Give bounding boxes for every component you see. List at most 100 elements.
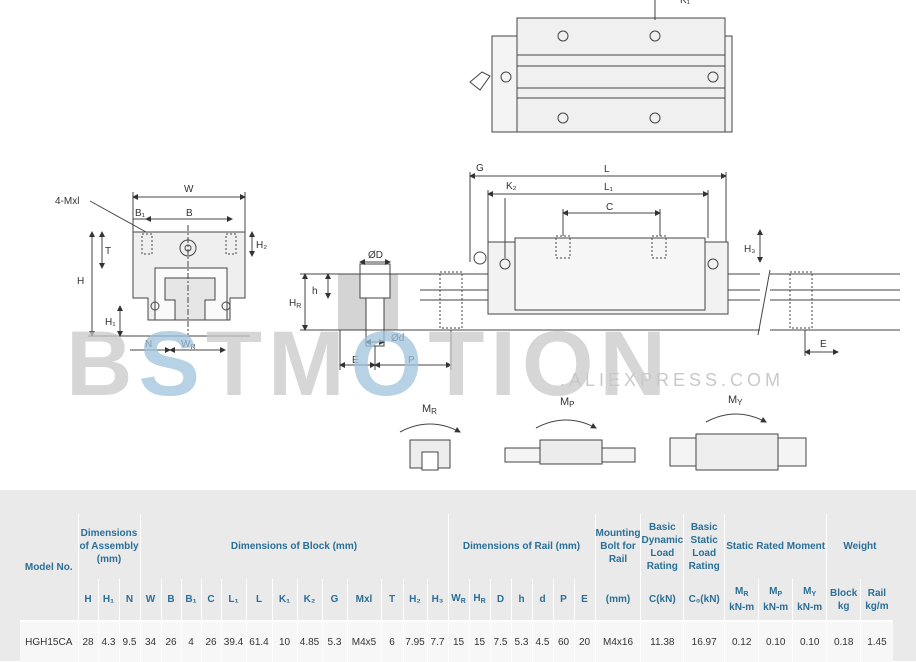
label-E-left: E xyxy=(352,355,359,366)
label-B: B xyxy=(186,208,193,219)
header-static-moment: Static Rated Moment xyxy=(724,514,827,579)
unit-moment-2: kN-m xyxy=(797,602,823,613)
sym-moment-1: M xyxy=(769,586,778,597)
sym-block-11: H₂ xyxy=(402,579,427,621)
svg-text:MY: MY xyxy=(728,394,743,407)
sym-rail-2: D xyxy=(489,579,511,621)
label-MR: M xyxy=(422,403,431,415)
cell-rail-3: 5.3 xyxy=(510,620,532,662)
cell-dyn: 11.38 xyxy=(640,620,684,662)
cell-block-8: 5.3 xyxy=(321,620,347,662)
sym-block-1: B xyxy=(160,579,181,621)
technical-drawing: 4-Mxl W B₁ B T H H₁ H₂ N WR xyxy=(55,0,900,471)
spec-table: Model No. Dimensions of Assembly (mm) Di… xyxy=(20,514,893,662)
sym-stat: C₀(kN) xyxy=(683,579,725,621)
cell-block-1: 26 xyxy=(160,620,181,662)
cell-block-3: 26 xyxy=(200,620,221,662)
sym-assembly-2: N xyxy=(118,579,140,621)
label-N: N xyxy=(145,339,152,350)
sym-rail-5: P xyxy=(552,579,574,621)
label-H3: H₃ xyxy=(744,244,755,255)
label-MR-sub: R xyxy=(431,407,437,416)
label-MP-sub: P xyxy=(569,400,574,409)
label-K2: K₂ xyxy=(506,181,517,192)
header-rail: Dimensions of Rail (mm) xyxy=(447,514,595,579)
watermark-site: .ALIEXPRESS.COM xyxy=(560,370,785,390)
cell-block-6: 10 xyxy=(271,620,297,662)
cell-moment-1: 0.10 xyxy=(758,620,793,662)
sym-assembly-1: H₁ xyxy=(97,579,119,621)
cell-block-5: 61.4 xyxy=(245,620,272,662)
sym-rail-3: h xyxy=(510,579,532,621)
sym-block-2: B₁ xyxy=(180,579,201,621)
label-MY-sub: Y xyxy=(737,398,743,407)
svg-text:MP: MP xyxy=(560,396,575,409)
label-phiD: ØD xyxy=(368,250,383,261)
sym-block-5: L xyxy=(245,579,272,621)
label-K1: K₁ xyxy=(680,0,691,6)
cell-moment-2: 0.10 xyxy=(792,620,827,662)
end-view xyxy=(88,192,255,353)
sym-assembly-0: H xyxy=(77,579,98,621)
sym-rail-0: W xyxy=(451,592,461,604)
watermark-part-2: S xyxy=(138,313,206,415)
cell-block-10: 6 xyxy=(380,620,403,662)
header-static-load: Basic Static Load Rating xyxy=(683,514,725,579)
sym-weight-block: Block xyxy=(830,587,858,599)
sym-block-3: C xyxy=(200,579,221,621)
sym-moment-2: M xyxy=(803,586,812,597)
unit-weight-block: kg xyxy=(837,600,850,612)
cell-rail-0: 15 xyxy=(447,620,469,662)
cell-moment-0: 0.12 xyxy=(724,620,759,662)
label-H1: H₁ xyxy=(105,317,116,328)
cell-block-4: 39.4 xyxy=(220,620,246,662)
svg-text:HR: HR xyxy=(289,298,301,310)
sym-bolt: (mm) xyxy=(594,579,641,621)
header-mounting-bolt: Mounting Bolt for Rail xyxy=(594,514,641,579)
cell-block-2: 4 xyxy=(180,620,201,662)
label-HR: H xyxy=(289,298,296,309)
sym-moment-0: M xyxy=(734,586,744,597)
header-block: Dimensions of Block (mm) xyxy=(139,514,448,579)
unit-moment-0: kN-m xyxy=(729,602,755,613)
label-T: T xyxy=(105,246,111,257)
label-P: P xyxy=(408,355,415,366)
top-view xyxy=(469,0,733,133)
cell-stat: 16.97 xyxy=(683,620,725,662)
label-E-right: E xyxy=(820,339,827,350)
sym-block-7: K₂ xyxy=(296,579,322,621)
cell-weight-block: 0.18 xyxy=(826,620,861,662)
cell-block-11: 7.95 xyxy=(402,620,427,662)
cell-rail-1: 15 xyxy=(468,620,490,662)
watermark-part-5: TION xyxy=(428,313,672,415)
label-L: L xyxy=(604,164,610,175)
cell-assembly-1: 4.3 xyxy=(97,620,119,662)
watermark-logo: BSTMOTION xyxy=(66,318,672,410)
label-MY: M xyxy=(728,394,737,406)
label-G: G xyxy=(476,163,484,174)
header-dynamic-load: Basic Dynamic Load Rating xyxy=(640,514,684,579)
table-row: HGH15CA 28 4.3 9.5 34 26 4 26 39.4 61.4 … xyxy=(20,620,893,662)
label-WR-sub: R xyxy=(190,344,195,351)
label-W: W xyxy=(184,184,194,195)
cell-block-0: 34 xyxy=(139,620,161,662)
label-WR: W xyxy=(181,339,191,350)
label-C: C xyxy=(606,202,613,213)
cell-assembly-0: 28 xyxy=(77,620,98,662)
unit-moment-1: kN-m xyxy=(763,602,789,613)
label-h: h xyxy=(312,286,318,297)
cell-block-9: M4x5 xyxy=(346,620,381,662)
label-phid: Ød xyxy=(391,333,404,344)
cell-block-12: 7.7 xyxy=(426,620,448,662)
label-L1: L₁ xyxy=(604,182,614,193)
header-model-no: Model No. xyxy=(24,561,73,573)
cell-rail-5: 60 xyxy=(552,620,574,662)
unit-weight-rail: kg/m xyxy=(865,600,889,612)
sym-block-8: G xyxy=(321,579,347,621)
sym-rail-1: H xyxy=(473,592,481,604)
sym-block-4: L₁ xyxy=(220,579,246,621)
label-4-mxl: 4-Mxl xyxy=(55,196,79,207)
cell-block-7: 4.85 xyxy=(296,620,322,662)
label-H: H xyxy=(77,276,84,287)
svg-text:WR: WR xyxy=(181,339,196,351)
